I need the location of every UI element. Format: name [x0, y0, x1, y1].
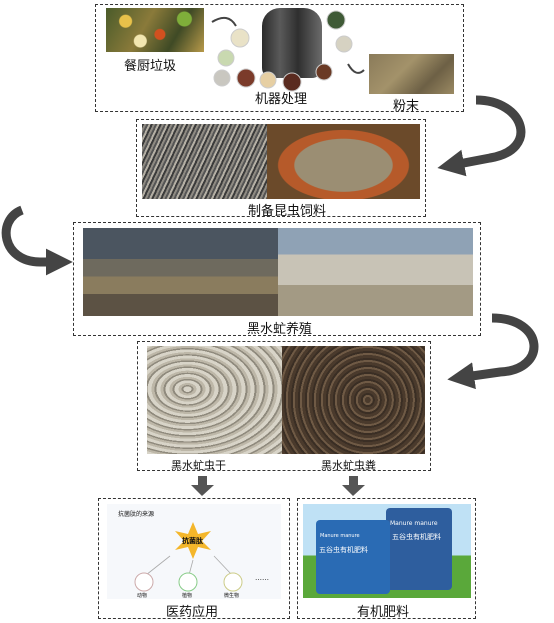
fertilizer-brand-back: Manure manure — [390, 520, 438, 527]
pharma-ellipsis: …… — [255, 574, 269, 582]
dried-larvae-label: 黑水虻虫干 — [171, 459, 226, 472]
arrow-down-pharma — [191, 476, 214, 496]
frass-label: 黑水虻虫粪 — [321, 459, 376, 472]
plant-icon — [178, 572, 198, 592]
greenhouse-photo-2 — [278, 228, 473, 316]
breeding-label: 黑水虻养殖 — [247, 322, 313, 337]
powder-photo — [369, 54, 454, 94]
feed-label: 制备昆虫饲料 — [248, 204, 327, 219]
arrow-stage2-to-3 — [1, 205, 73, 276]
sunburst-icon — [175, 522, 211, 559]
disposer-machine-photo — [262, 8, 322, 78]
fertilizer-brand-front: Manure manure — [320, 533, 360, 539]
arrow-stage1-to-2 — [437, 95, 526, 177]
fertilizer-title-front: 五谷虫有机肥料 — [319, 546, 368, 554]
dried-larvae-photo — [147, 346, 282, 454]
pharma-inset-title: 抗菌肽的来源 — [118, 511, 155, 518]
fertilizer-title-back: 五谷虫有机肥料 — [392, 533, 441, 541]
pharma-item-microbe: 微生物 — [224, 593, 240, 599]
fertilizer-bag-back — [386, 508, 452, 590]
frass-photo — [282, 346, 425, 454]
larvae-feed-photo-2 — [267, 124, 420, 199]
pharma-item-animal: 动物 — [137, 593, 148, 599]
pharma-center-label: 抗菌肽 — [182, 537, 203, 545]
powder-label: 粉末 — [393, 99, 420, 114]
arrow-down-fertilizer — [342, 476, 365, 496]
greenhouse-photo-1 — [83, 228, 278, 316]
food-waste-photo — [106, 8, 204, 52]
pharma-label: 医药应用 — [166, 605, 219, 620]
microbe-icon — [223, 572, 243, 592]
animal-icon — [134, 572, 154, 592]
food-waste-label: 餐厨垃圾 — [124, 59, 177, 74]
arrow-stage3-to-4 — [447, 313, 539, 390]
fertilizer-bag-front — [316, 520, 390, 594]
larvae-feed-photo-1 — [142, 124, 267, 199]
machine-label: 机器处理 — [255, 92, 308, 107]
pharma-item-plant: 植物 — [182, 593, 193, 599]
fertilizer-label: 有机肥料 — [357, 605, 410, 620]
